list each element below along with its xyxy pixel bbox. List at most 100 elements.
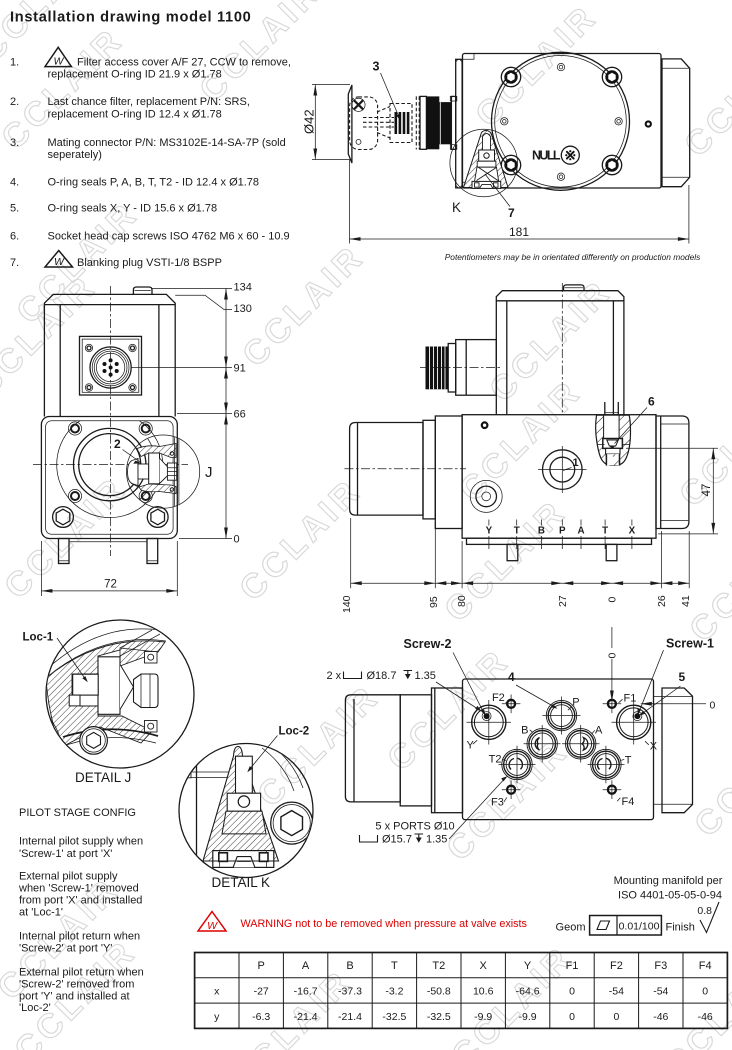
svg-text:T: T [391, 960, 398, 972]
svg-text:T: T [625, 755, 632, 767]
svg-text:F1: F1 [624, 693, 637, 705]
svg-text:1.35: 1.35 [426, 834, 447, 846]
svg-text:10.6: 10.6 [473, 986, 494, 998]
svg-text:5.: 5. [10, 203, 19, 215]
svg-text:External pilot supply: External pilot supply [19, 871, 118, 883]
svg-text:134: 134 [234, 282, 252, 294]
svg-text:5 x PORTS Ø10: 5 x PORTS Ø10 [375, 821, 454, 833]
svg-text:Potentiometers may be in orien: Potentiometers may be in orientated diff… [445, 252, 701, 262]
svg-text:6.: 6. [10, 231, 19, 243]
svg-text:DETAIL K: DETAIL K [212, 875, 271, 890]
svg-text:-3.2: -3.2 [385, 986, 403, 998]
svg-text:6: 6 [648, 395, 655, 409]
svg-text:from port 'X' and installed: from port 'X' and installed [19, 895, 142, 907]
svg-text:x: x [214, 986, 220, 998]
svg-text:F4: F4 [622, 796, 635, 808]
svg-text:Installation drawing model 110: Installation drawing model 1100 [10, 10, 251, 26]
svg-text:95: 95 [428, 596, 440, 608]
svg-text:W: W [207, 920, 218, 932]
svg-text:80: 80 [456, 595, 468, 607]
svg-text:-64.6: -64.6 [516, 986, 540, 998]
svg-text:replacement O-ring ID 21.9 x: replacement O-ring ID 21.9 x Ø1.78 [48, 69, 222, 81]
svg-text:Mating connector P/N: MS3102E-: Mating connector P/N: MS3102E-14-SA-7P (… [48, 137, 286, 149]
svg-text:-54: -54 [609, 986, 624, 998]
svg-text:External pilot return when: External pilot return when [19, 967, 144, 979]
svg-text:'Loc-2': 'Loc-2' [19, 1002, 51, 1014]
svg-text:'Screw-1' at port 'X': 'Screw-1' at port 'X' [19, 848, 112, 860]
svg-text:3.: 3. [10, 137, 19, 149]
svg-text:-21.4: -21.4 [294, 1011, 318, 1023]
svg-text:0.8: 0.8 [697, 905, 712, 917]
svg-text:0: 0 [606, 653, 618, 659]
svg-text:B: B [346, 960, 353, 972]
svg-text:Y: Y [486, 526, 493, 537]
svg-text:0: 0 [613, 1011, 619, 1023]
svg-text:T2: T2 [432, 960, 445, 972]
svg-text:J: J [205, 464, 213, 481]
svg-text:5: 5 [679, 670, 686, 684]
svg-text:'Screw-2' at port 'Y': 'Screw-2' at port 'Y' [19, 943, 112, 955]
svg-text:W: W [53, 56, 64, 68]
svg-text:47: 47 [701, 484, 713, 497]
svg-text:Screw-1: Screw-1 [666, 637, 714, 651]
svg-text:-50.8: -50.8 [427, 986, 451, 998]
svg-text:B: B [538, 526, 545, 537]
svg-text:1: 1 [573, 457, 579, 469]
svg-text:-9.9: -9.9 [519, 1011, 537, 1023]
svg-text:91: 91 [234, 363, 246, 375]
svg-text:2 x: 2 x [327, 670, 342, 682]
svg-text:X: X [480, 960, 488, 972]
svg-text:-37.3: -37.3 [338, 986, 362, 998]
svg-text:seperately): seperately) [48, 149, 102, 161]
svg-text:-46: -46 [653, 1011, 668, 1023]
svg-text:26: 26 [656, 595, 668, 607]
svg-text:Mounting manifold per: Mounting manifold per [614, 875, 723, 887]
svg-text:A: A [595, 725, 603, 737]
svg-text:Internal pilot supply when: Internal pilot supply when [19, 836, 143, 848]
svg-text:P: P [559, 526, 566, 537]
svg-text:-6.3: -6.3 [252, 1011, 270, 1023]
svg-text:W: W [54, 256, 65, 268]
svg-text:T: T [602, 526, 608, 537]
svg-text:-32.5: -32.5 [382, 1011, 406, 1023]
svg-text:P: P [572, 697, 579, 709]
svg-text:ISO 4401-05-05-0-94: ISO 4401-05-05-0-94 [618, 890, 722, 902]
svg-text:2: 2 [114, 437, 121, 451]
svg-text:Y: Y [467, 740, 475, 752]
svg-text:O-ring seals P, A, B, T, T2 -: O-ring seals P, A, B, T, T2 - ID 12.4 x … [48, 176, 260, 188]
svg-text:0: 0 [569, 1011, 575, 1023]
svg-text:Socket head cap screws ISO 476: Socket head cap screws ISO 4762 M6 x 60 … [48, 231, 290, 243]
svg-text:0: 0 [569, 986, 575, 998]
svg-text:WARNING not to be removed when: WARNING not to be removed when pressure … [241, 918, 528, 930]
svg-text:port 'Y' and installed at: port 'Y' and installed at [19, 991, 130, 1003]
svg-text:A: A [577, 526, 584, 537]
svg-text:Geom: Geom [556, 922, 586, 934]
svg-text:X: X [650, 741, 658, 753]
svg-text:NULL: NULL [532, 148, 561, 162]
svg-text:0: 0 [702, 986, 708, 998]
svg-text:-54: -54 [653, 986, 668, 998]
svg-text:181: 181 [509, 225, 529, 239]
svg-text:72: 72 [104, 579, 117, 591]
svg-text:0: 0 [607, 597, 619, 603]
svg-text:-21.4: -21.4 [338, 1011, 362, 1023]
svg-text:Y: Y [524, 960, 532, 972]
svg-text:P: P [258, 960, 265, 972]
svg-text:7: 7 [508, 206, 515, 220]
svg-text:Finish: Finish [666, 922, 695, 934]
svg-text:F2: F2 [492, 692, 505, 704]
svg-text:3: 3 [373, 60, 380, 74]
svg-text:130: 130 [234, 303, 252, 315]
svg-text:F3: F3 [654, 960, 667, 972]
svg-text:-27: -27 [254, 986, 269, 998]
svg-text:-16.7: -16.7 [294, 986, 318, 998]
svg-text:66: 66 [234, 409, 246, 421]
svg-text:Screw-2: Screw-2 [404, 637, 452, 651]
svg-text:41: 41 [680, 595, 692, 607]
svg-text:Blanking plug VSTI-1/8 BSPP: Blanking plug VSTI-1/8 BSPP [77, 257, 222, 269]
svg-text:F1: F1 [566, 960, 579, 972]
svg-text:F2: F2 [610, 960, 623, 972]
svg-text:K: K [452, 200, 461, 215]
svg-text:0.01/100: 0.01/100 [619, 921, 660, 933]
svg-text:4.: 4. [10, 176, 19, 188]
